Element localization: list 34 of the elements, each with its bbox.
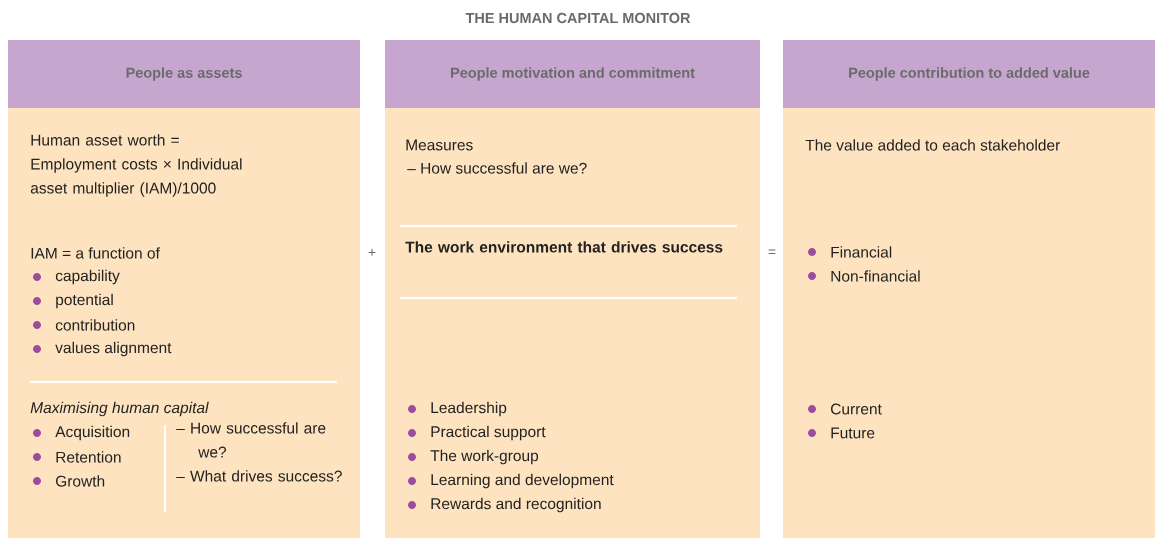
section-heading: The work environment that drives success bbox=[405, 241, 723, 253]
bullet-item: Financial bbox=[808, 246, 892, 258]
text: Measures bbox=[406, 139, 473, 151]
section-heading: Maximising human capital bbox=[30, 401, 209, 417]
bullet-item: Acquisition bbox=[33, 425, 130, 441]
bullet-item: Practical support bbox=[408, 425, 546, 441]
bullet-item: Current bbox=[808, 403, 882, 415]
bullet-item: potential bbox=[33, 293, 113, 309]
bullet-item: Retention bbox=[33, 451, 121, 463]
bullet-item: contribution bbox=[33, 319, 135, 331]
bullet-item: Rewards and recognition bbox=[408, 497, 601, 513]
bullet-item: Leadership bbox=[408, 401, 507, 417]
panel bbox=[8, 108, 360, 538]
bullet-item: Non-financial bbox=[808, 270, 920, 282]
bullet-item: Future bbox=[808, 427, 875, 439]
text: – What drives success? bbox=[176, 470, 342, 482]
bullet-item: capability bbox=[33, 269, 120, 285]
text: – How successful are we? bbox=[407, 162, 587, 174]
panel bbox=[385, 108, 760, 538]
text: The value added to each stakeholder bbox=[805, 139, 1060, 151]
operator-sign: = bbox=[768, 249, 776, 255]
bullet-item: Growth bbox=[33, 475, 105, 487]
operator-sign: + bbox=[368, 248, 376, 256]
header-box: People contribution to added value bbox=[783, 40, 1155, 108]
header-box: People as assets bbox=[8, 40, 360, 108]
text: IAM = a function of bbox=[31, 247, 160, 259]
title: THE HUMAN CAPITAL MONITOR bbox=[465, 12, 691, 24]
panel bbox=[783, 108, 1155, 538]
header-box: People motivation and commitment bbox=[385, 40, 760, 108]
bullet-item: values alignment bbox=[33, 341, 172, 357]
bullet-item: Learning and development bbox=[408, 473, 614, 489]
bullet-item: The work-group bbox=[408, 449, 539, 465]
text: – How successful are we? bbox=[176, 422, 326, 458]
text: Human asset worth = Employment costs × Individual asset multiplier (IAM)/1000 bbox=[30, 134, 242, 197]
